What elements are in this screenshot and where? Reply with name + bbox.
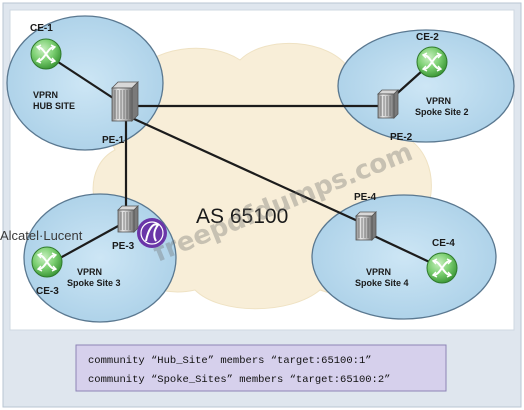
spoke-site-2-label-line1: VPRN [426,96,451,106]
ce3-label: CE-3 [36,286,59,297]
ce2-router-icon [416,46,448,78]
ce1-router-icon [30,38,62,70]
link-ce1-pe1 [51,57,114,99]
hub-site-label-line2: HUB SITE [33,101,75,111]
link-pe3-ce3 [59,224,121,259]
config-box [75,344,447,392]
pe2-label: PE-2 [390,132,413,143]
config-line-hub: community “Hub_Site” members “target:651… [88,355,372,367]
pe3-label: PE-3 [112,241,135,252]
ce1-label: CE-1 [30,23,53,34]
spoke-site-3-label-line1: VPRN [77,267,102,277]
pe2-router-icon [377,89,399,119]
pe3-router-icon [117,205,139,233]
brand-text: Alcatel·Lucent [0,228,83,243]
pe1-label: PE-1 [102,135,125,146]
ce4-router-icon [426,252,458,284]
hub-site-area [6,15,164,151]
link-pe1-pe4 [131,116,361,224]
spoke-site-2-label-line2: Spoke Site 2 [415,107,469,117]
spoke-site-4-label-line2: Spoke Site 4 [355,278,409,288]
spoke-site-4-label-line1: VPRN [366,267,391,277]
pe1-router-icon [111,81,139,122]
hub-site-label-line1: VPRN [33,90,58,100]
link-pe4-ce4 [371,234,439,267]
ce4-label: CE-4 [432,238,455,249]
pe4-label: PE-4 [354,192,377,203]
ce3-router-icon [31,246,63,278]
spoke-site-3-label-line2: Spoke Site 3 [67,278,121,288]
pe4-router-icon [355,211,377,241]
as-number-label: AS 65100 [196,205,288,228]
alcatel-lucent-logo-icon [137,218,167,248]
spoke-site-2-area [337,29,515,143]
ce2-label: CE-2 [416,32,439,43]
config-line-spoke: community “Spoke_Sites” members “target:… [88,374,390,386]
